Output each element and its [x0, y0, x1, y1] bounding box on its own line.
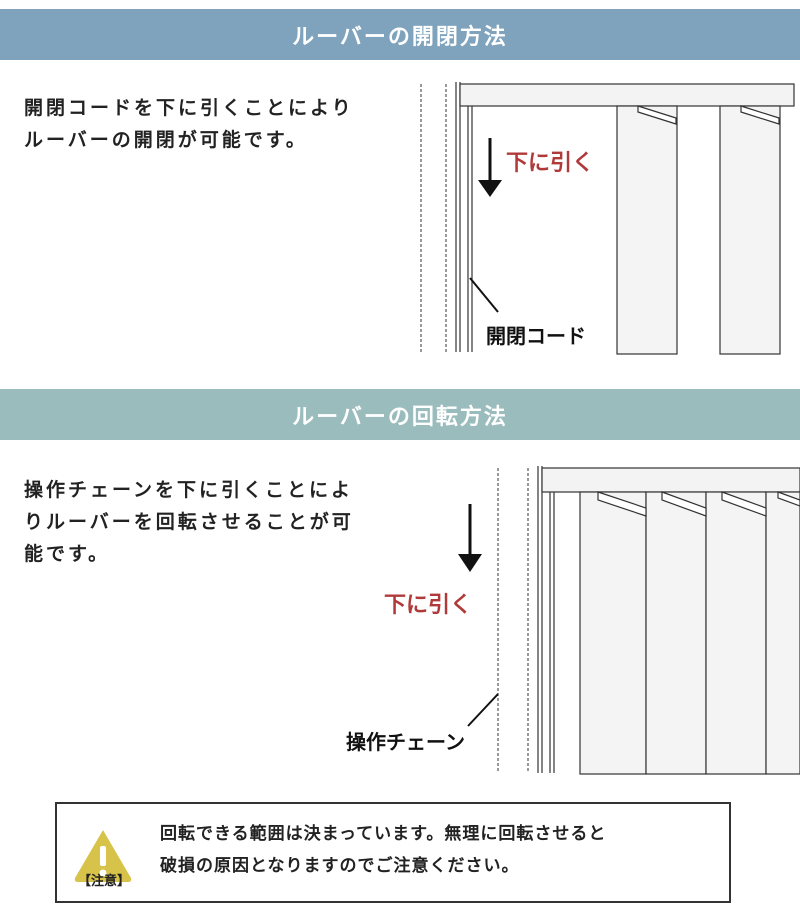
down-arrow-icon	[478, 138, 502, 197]
caution-line-2: 破損の原因となりますのでご注意ください。	[160, 856, 520, 876]
section1-description: 開閉コードを下に引くことによりルーバーの開閉が可能です。	[24, 97, 354, 151]
section2-pull-label: 下に引く	[384, 593, 472, 618]
section2-title-banner: ルーバーの回転方法	[0, 389, 800, 440]
head-rail	[541, 467, 800, 493]
louver-panel	[765, 491, 800, 775]
head-rail	[459, 83, 795, 107]
louver-panel	[579, 491, 647, 775]
section2-title: ルーバーの回転方法	[292, 404, 508, 430]
louver-panel	[645, 491, 707, 775]
caution-text: 回転できる範囲は決まっています。無理に回転させると 破損の原因となりますのでご注…	[160, 818, 730, 882]
louver-panel	[705, 491, 767, 775]
caution-tag: 【注意】	[77, 874, 130, 889]
chain-label: 操作チェーン	[346, 730, 465, 754]
louver-open-close-figure: 下に引く 開閉コード	[420, 82, 795, 355]
louver-rotation-figure: 下に引く 操作チェーン	[346, 466, 800, 775]
warning-triangle-icon	[74, 830, 132, 882]
section2-description: 操作チェーンを下に引くことによりルーバーを回転させることが可能です。	[24, 479, 354, 565]
section1-pull-label: 下に引く	[506, 151, 594, 176]
cord-label: 開閉コード	[486, 324, 586, 348]
caution-line-1: 回転できる範囲は決まっています。無理に回転させると	[160, 824, 607, 844]
section1-title: ルーバーの開閉方法	[292, 24, 508, 50]
section1-title-banner: ルーバーの開閉方法	[0, 9, 800, 60]
caution-box: 【注意】 回転できる範囲は決まっています。無理に回転させると 破損の原因となりま…	[55, 802, 731, 903]
louver-panel	[616, 105, 678, 355]
louver-panel	[719, 105, 781, 355]
down-arrow-icon	[458, 504, 482, 572]
